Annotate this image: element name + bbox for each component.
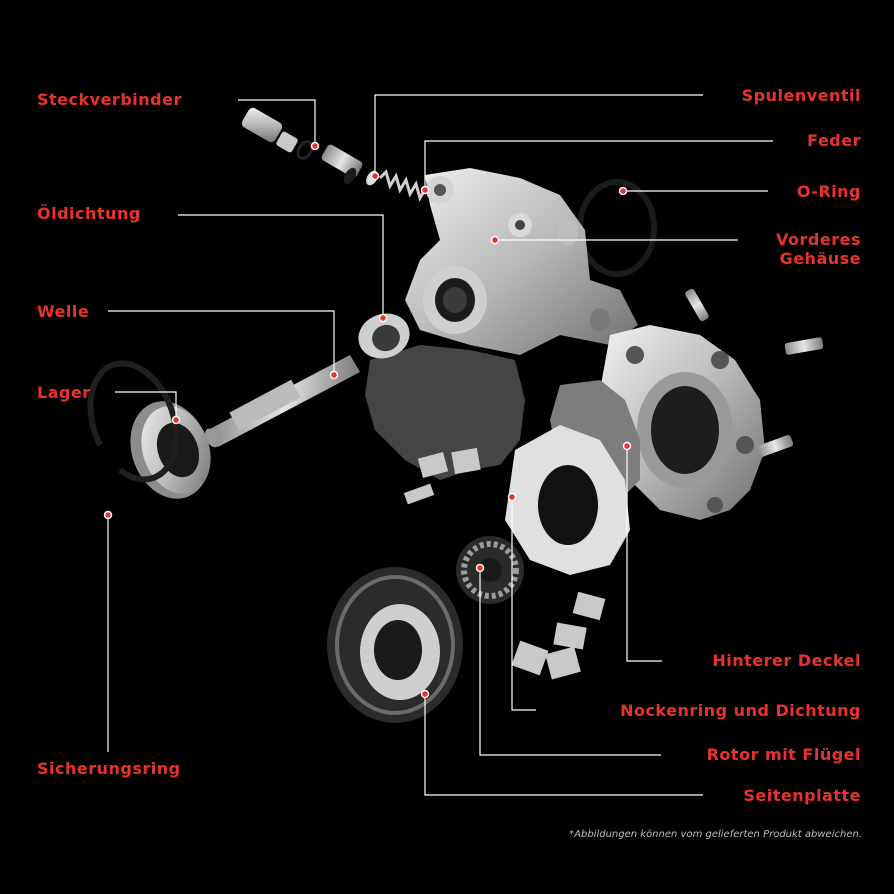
label-vorderes-gehaeuse-line1: Vorderes <box>776 230 861 249</box>
oeldichtung-part <box>358 313 410 359</box>
leader-dots <box>103 141 632 699</box>
label-oeldichtung: Öldichtung <box>37 204 141 223</box>
label-rotor: Rotor mit Flügel <box>706 745 861 764</box>
label-feder: Feder <box>807 131 861 150</box>
spulenventil-part <box>321 144 378 186</box>
leader-lines <box>107 94 773 796</box>
label-spulenventil: Spulenventil <box>741 86 861 105</box>
steckverbinder-part <box>241 107 314 160</box>
nockenring-part <box>505 425 630 575</box>
watermark <box>365 345 525 480</box>
label-nockenring: Nockenring und Dichtung <box>620 701 861 720</box>
sicherungsring-part <box>87 360 180 483</box>
welle-part <box>204 355 360 448</box>
label-lager: Lager <box>37 383 91 402</box>
label-hinterer-deckel: Hinterer Deckel <box>712 651 861 670</box>
label-vorderes-gehaeuse: Vorderes Gehäuse <box>776 230 861 268</box>
o-ring-part <box>577 179 657 277</box>
label-sicherungsring: Sicherungsring <box>37 759 181 778</box>
label-welle: Welle <box>37 302 90 321</box>
label-vorderes-gehaeuse-line2: Gehäuse <box>779 249 861 268</box>
screws <box>685 288 824 457</box>
hinterer-deckel-part <box>600 325 765 520</box>
vanes <box>403 447 606 680</box>
footnote: *Abbildungen können vom gelieferten Prod… <box>569 829 862 840</box>
label-steckverbinder: Steckverbinder <box>37 90 182 109</box>
vorderes-gehaeuse-part <box>405 168 638 355</box>
label-seitenplatte: Seitenplatte <box>743 786 861 805</box>
seitenplatte-part <box>327 567 463 723</box>
feder-part <box>378 169 428 202</box>
label-o-ring: O-Ring <box>796 182 861 201</box>
rotor-part <box>456 536 524 604</box>
